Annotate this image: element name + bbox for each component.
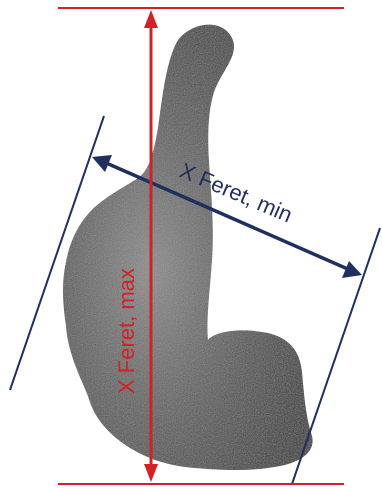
feret-max-arrowhead-bottom [144,464,158,482]
particle-shape [63,25,313,470]
feret-min-tangent-right [292,228,380,484]
feret-max-arrowhead-top [144,10,158,28]
feret-max-label: X Feret, max [114,268,139,394]
